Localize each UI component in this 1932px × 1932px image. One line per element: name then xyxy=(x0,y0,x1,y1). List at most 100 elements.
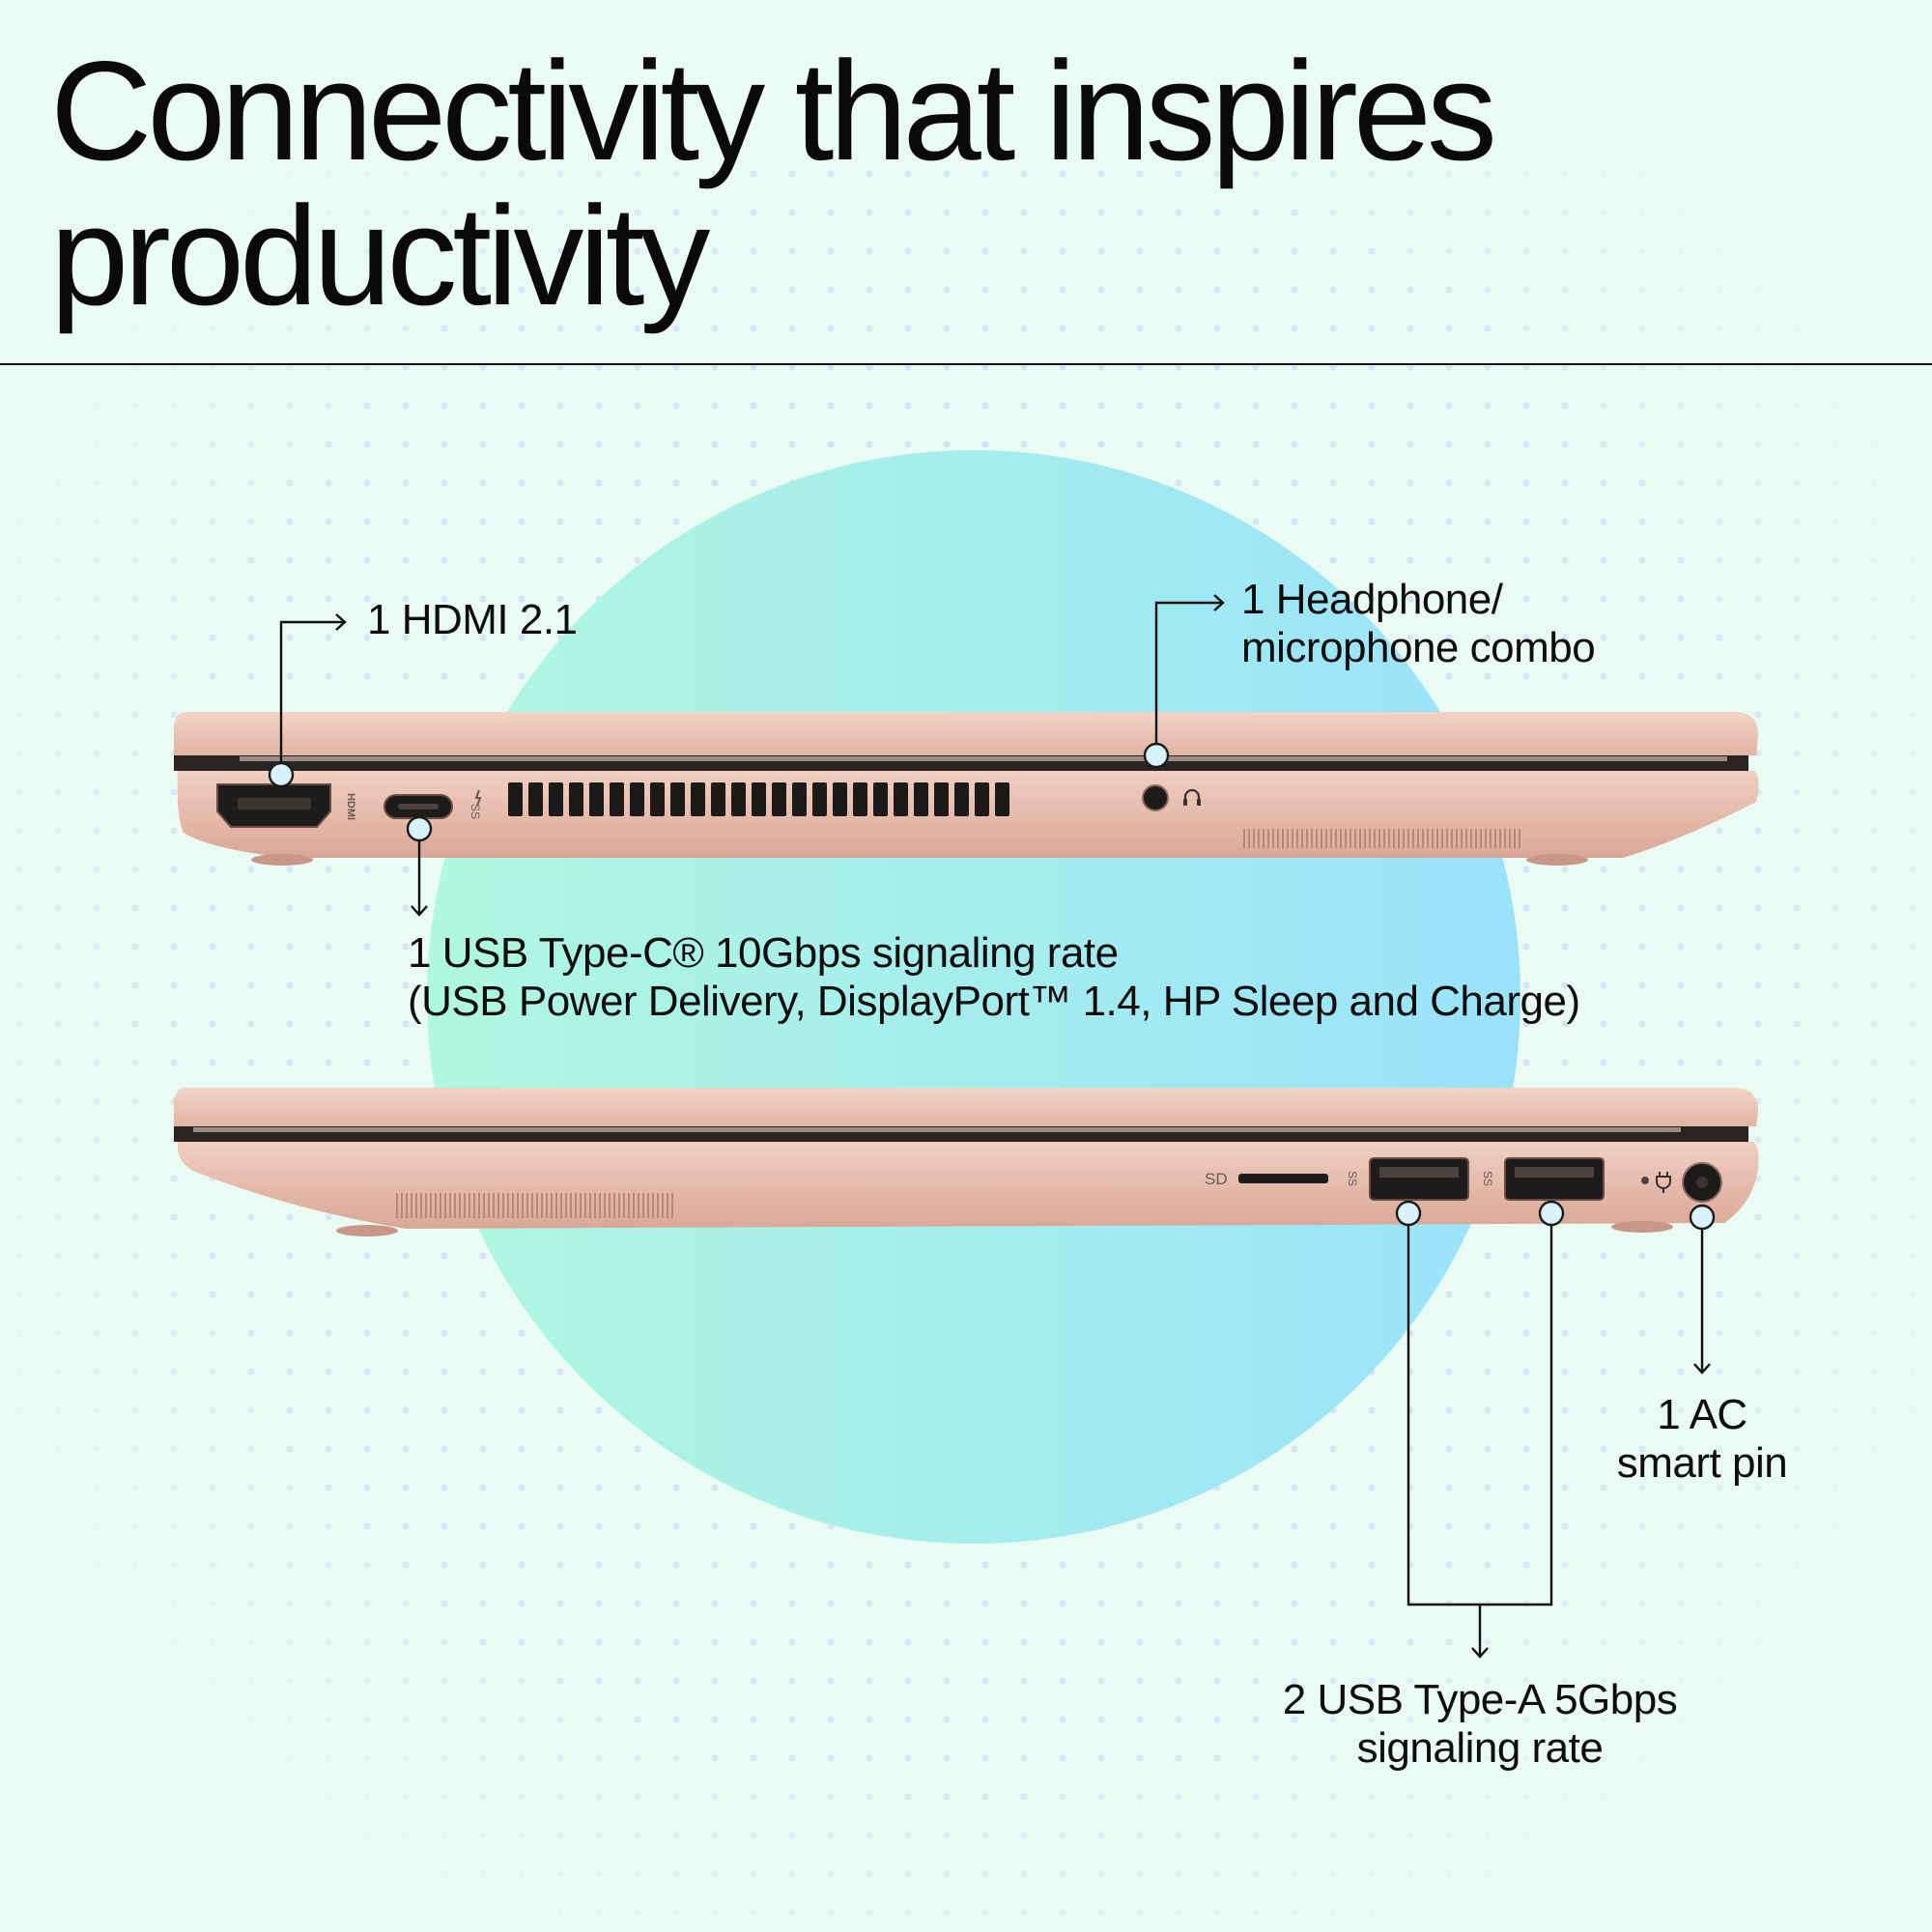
speaker-grille-line xyxy=(1504,829,1506,848)
speaker-grille-line xyxy=(464,1193,466,1218)
vent-slot xyxy=(873,782,888,816)
ac-label-line1: 1 AC xyxy=(1657,1391,1747,1438)
speaker-grille-line xyxy=(1306,829,1308,848)
speaker-grille-line xyxy=(580,1193,582,1218)
usb-a-port-1-tongue xyxy=(1379,1167,1459,1178)
speaker-grille-line xyxy=(1330,829,1332,848)
speaker-grille-line xyxy=(613,1193,615,1218)
speaker-grille-line xyxy=(657,1193,659,1218)
vent-slot xyxy=(934,782,949,816)
vent-slot xyxy=(954,782,969,816)
vent-slot xyxy=(995,782,1009,816)
speaker-grille-line xyxy=(1301,829,1303,848)
speaker-grille-line xyxy=(440,1193,441,1218)
speaker-grille-line xyxy=(396,1193,398,1218)
ac-label-line2: smart pin xyxy=(1616,1439,1788,1487)
page-title: Connectivity that inspires productivity xyxy=(50,32,1497,328)
speaker-grille-line xyxy=(1446,829,1448,848)
laptop1-foot-left xyxy=(251,854,313,866)
usb-c-callout-dot xyxy=(406,815,433,842)
vent-slot xyxy=(569,782,583,816)
callout-dots xyxy=(268,742,1716,1231)
speaker-grille-line xyxy=(647,1193,649,1218)
speaker-grille-line xyxy=(517,1193,519,1218)
speaker-grille-line xyxy=(478,1193,480,1218)
speaker-grille-line xyxy=(411,1193,412,1218)
laptop2-base xyxy=(177,1142,1759,1229)
vent-slot xyxy=(792,782,807,816)
headphone-callout-dot xyxy=(1143,742,1170,769)
speaker-grille-line xyxy=(1427,829,1429,848)
speaker-grille-line xyxy=(1475,829,1477,848)
speaker-grille-line xyxy=(1282,829,1284,848)
vent-slot xyxy=(549,782,563,816)
speaker-grille-laptop1 xyxy=(1243,829,1520,848)
headphone-icon xyxy=(1183,788,1201,806)
speaker-grille-line xyxy=(1490,829,1492,848)
speaker-grille-line xyxy=(420,1193,422,1218)
speaker-grille-line xyxy=(1277,829,1279,848)
speaker-grille-line xyxy=(1340,829,1342,848)
hdmi-callout-arrow xyxy=(335,613,347,631)
speaker-grille-line xyxy=(406,1193,408,1218)
laptop-right-side: SD SS SS xyxy=(174,1088,1759,1236)
hdmi-logo: HDMI xyxy=(345,793,356,820)
speaker-grille-line xyxy=(430,1193,432,1218)
svg-text:SS: SS xyxy=(1346,1171,1359,1186)
speaker-grille-line xyxy=(1321,829,1322,848)
speaker-grille-line xyxy=(497,1193,499,1218)
speaker-grille-line xyxy=(667,1193,668,1218)
speaker-grille-line xyxy=(560,1193,562,1218)
ac-callout-dot xyxy=(1689,1204,1716,1231)
power-plug-icon xyxy=(1656,1172,1671,1193)
hdmi-label: 1 HDMI 2.1 xyxy=(367,596,578,644)
speaker-grille-line xyxy=(1456,829,1458,848)
speaker-grille-line xyxy=(488,1193,490,1218)
speaker-grille-line xyxy=(638,1193,639,1218)
speaker-grille-line xyxy=(1509,829,1511,848)
speaker-grille-laptop2 xyxy=(396,1193,673,1218)
sd-label: SD xyxy=(1205,1170,1228,1188)
usb-c-label-line1: 1 USB Type-C® 10Gbps signaling rate xyxy=(408,929,1119,977)
usb-a-port-2-tongue xyxy=(1515,1167,1594,1178)
svg-text:SS: SS xyxy=(469,804,482,819)
speaker-grille-line xyxy=(1272,829,1274,848)
speaker-grille-line xyxy=(1432,829,1434,848)
power-led xyxy=(1641,1177,1649,1184)
page-title-line1: Connectivity that inspires xyxy=(50,32,1497,189)
speaker-grille-line xyxy=(662,1193,664,1218)
sd-card-slot xyxy=(1238,1174,1328,1183)
vent-slot xyxy=(508,782,523,816)
usb-a-callout-arrow xyxy=(1471,1647,1489,1659)
hdmi-callout-dot xyxy=(268,761,295,788)
speaker-grille-line xyxy=(1519,829,1520,848)
usb-c-callout-arrow xyxy=(411,905,428,917)
speaker-grille-line xyxy=(1292,829,1293,848)
vent-slot xyxy=(711,782,725,816)
speaker-grille-line xyxy=(1374,829,1376,848)
speaker-grille-line xyxy=(493,1193,495,1218)
laptop2-seam-highlight xyxy=(193,1127,1681,1132)
laptop2-lid xyxy=(174,1088,1758,1126)
speaker-grille-line xyxy=(594,1193,596,1218)
speaker-grille-line xyxy=(483,1193,485,1218)
usb-a-label-line2: signaling rate xyxy=(1356,1724,1604,1772)
vent-slot xyxy=(772,782,786,816)
laptop1-seam-highlight xyxy=(240,756,1727,761)
speaker-grille-line xyxy=(512,1193,514,1218)
vent-slot xyxy=(731,782,746,816)
speaker-grille-line xyxy=(546,1193,548,1218)
usb-superspeed-icon: SS xyxy=(469,789,482,819)
speaker-grille-line xyxy=(1345,829,1347,848)
vent-slot xyxy=(833,782,847,816)
speaker-grille-line xyxy=(469,1193,470,1218)
vent-slot xyxy=(975,782,989,816)
speaker-grille-line xyxy=(623,1193,625,1218)
speaker-grille-line xyxy=(1388,829,1390,848)
speaker-grille-line xyxy=(1383,829,1385,848)
speaker-grille-line xyxy=(531,1193,533,1218)
headphone-callout-line xyxy=(1154,601,1222,753)
usb-c-label-line2: (USB Power Delivery, DisplayPort™ 1.4, H… xyxy=(408,978,1580,1025)
speaker-grille-line xyxy=(522,1193,524,1218)
